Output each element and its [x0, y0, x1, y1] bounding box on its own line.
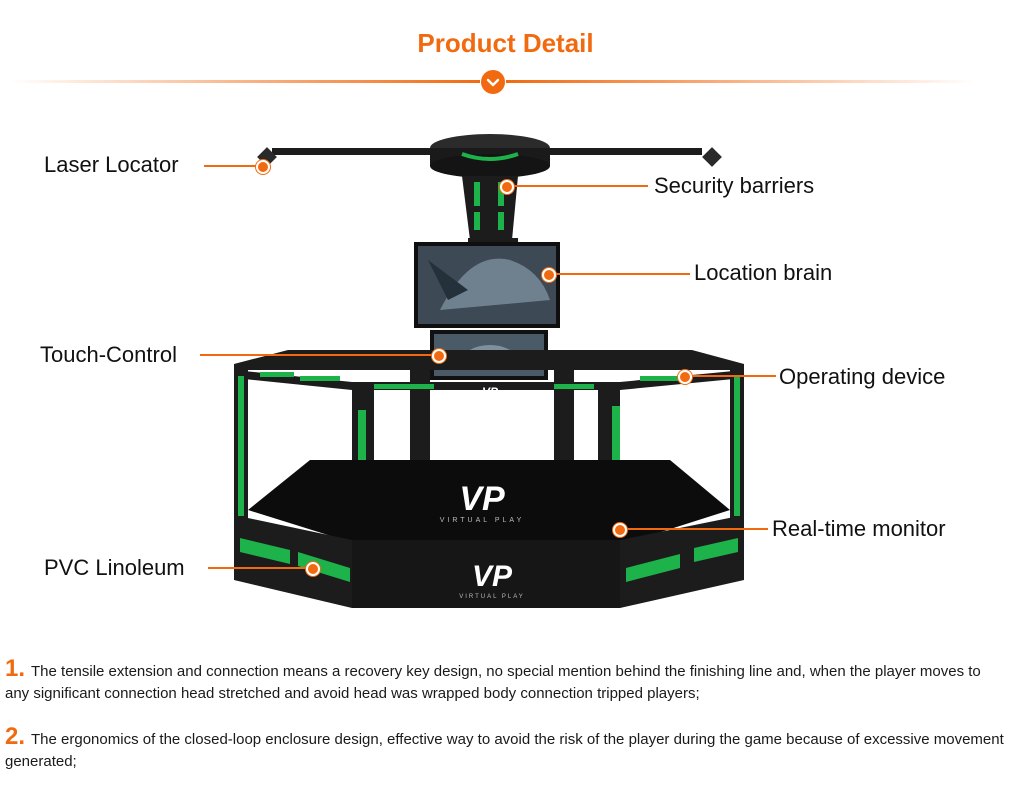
callout-touch-control: Touch-Control	[40, 342, 177, 367]
svg-text:VP: VP	[482, 385, 499, 399]
callout-leader	[208, 567, 308, 569]
callout-leader	[550, 273, 690, 275]
callout-operating-device: Operating device	[779, 364, 946, 389]
callout-marker	[500, 180, 514, 194]
callout-marker	[678, 370, 692, 384]
callout-marker	[613, 523, 627, 537]
svg-text:VIRTUAL PLAY: VIRTUAL PLAY	[440, 517, 525, 524]
callout-leader	[508, 185, 648, 187]
page-title: Product Detail	[417, 28, 594, 58]
callout-leader	[204, 165, 260, 167]
callout-marker	[542, 268, 556, 282]
feature-number: 2.	[5, 723, 26, 750]
callout-realtime-monitor: Real-time monitor	[772, 516, 946, 541]
callout-leader	[200, 354, 434, 356]
callout-security-barriers: Security barriers	[654, 173, 815, 198]
feature-item: 1.The tensile extension and connection m…	[5, 655, 1005, 705]
callout-leader	[690, 375, 776, 377]
title-divider-right	[506, 80, 976, 83]
callout-location-brain: Location brain	[694, 260, 833, 285]
title-divider-left	[10, 80, 480, 83]
svg-text:VP: VP	[459, 480, 505, 518]
callout-laser-locator: Laser Locator	[44, 152, 179, 177]
feature-text: The tensile extension and connection mea…	[5, 663, 981, 702]
callout-marker	[256, 160, 270, 174]
feature-text: The ergonomics of the closed-loop enclos…	[5, 731, 1004, 770]
vr-machine-illustration: VP VIRTUAL PLAY VP VIRTUAL PLAY VP	[234, 134, 744, 608]
callout-leader	[624, 528, 768, 530]
callout-marker	[306, 562, 320, 576]
feature-number: 1.	[5, 655, 26, 682]
feature-item: 2.The ergonomics of the closed-loop encl…	[5, 723, 1005, 773]
callout-pvc-linoleum: PVC Linoleum	[44, 555, 185, 580]
svg-text:VP: VP	[472, 560, 513, 593]
svg-text:VIRTUAL PLAY: VIRTUAL PLAY	[459, 594, 525, 600]
callout-marker	[432, 349, 446, 363]
chevron-down-icon	[481, 70, 505, 94]
